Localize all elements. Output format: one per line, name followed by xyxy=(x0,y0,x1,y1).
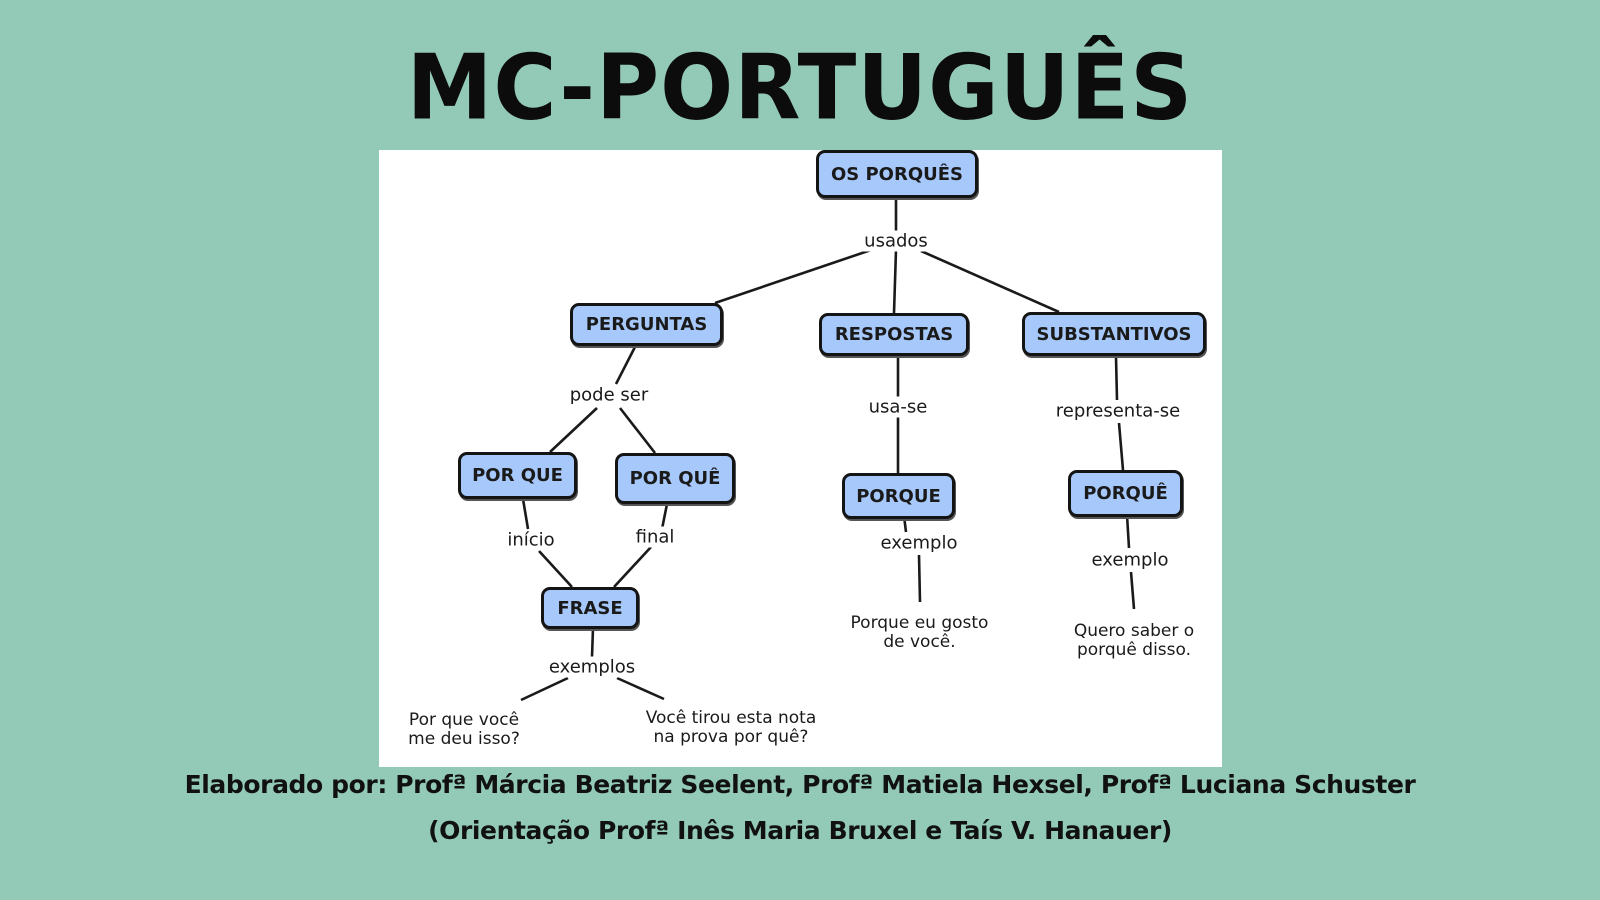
connector-line xyxy=(613,546,652,588)
link-label-inicio: início xyxy=(504,529,558,551)
connector-line xyxy=(614,344,638,385)
connector-line xyxy=(538,550,573,588)
example-por-que: Por que você me deu isso? xyxy=(408,710,520,749)
node-perguntas: PERGUNTAS xyxy=(570,303,723,346)
concept-map: OS PORQUÊS PERGUNTAS RESPOSTAS SUBSTANTI… xyxy=(379,150,1222,767)
connector-line xyxy=(1125,514,1131,549)
credits-line-2: (Orientação Profª Inês Maria Bruxel e Ta… xyxy=(428,816,1172,845)
connector-line xyxy=(917,554,922,603)
connector-line xyxy=(920,249,1060,314)
connector-line xyxy=(520,676,569,702)
connector-line xyxy=(590,627,595,658)
example-porque-acento: Quero saber o porquê disso. xyxy=(1073,621,1195,660)
connector-line xyxy=(892,249,898,314)
node-frase: FRASE xyxy=(541,587,639,629)
link-label-usa-se: usa-se xyxy=(865,396,931,418)
link-label-exemplo-porque-acento: exemplo xyxy=(1088,549,1172,571)
connector-line xyxy=(660,503,669,530)
node-respostas: RESPOSTAS xyxy=(819,313,969,356)
link-label-exemplo-porque: exemplo xyxy=(877,532,961,554)
connector-line xyxy=(1129,571,1136,610)
node-porque: PORQUE xyxy=(842,473,955,519)
link-label-usados: usados xyxy=(861,230,931,252)
connector-line xyxy=(618,407,657,454)
connector-line xyxy=(714,248,872,305)
connector-line xyxy=(521,498,530,530)
node-os-porques: OS PORQUÊS xyxy=(816,150,978,198)
link-label-pode-ser: pode ser xyxy=(566,384,652,406)
node-por-que: POR QUE xyxy=(458,452,577,499)
node-por-que-acento: POR QUÊ xyxy=(615,453,735,504)
connector-lines xyxy=(520,198,1136,702)
connector-line xyxy=(616,676,665,701)
node-porque-acento: PORQUÊ xyxy=(1068,470,1183,517)
link-label-final: final xyxy=(632,526,678,548)
connector-line xyxy=(1117,422,1125,471)
page-title: MC-PORTUGUÊS xyxy=(406,35,1194,141)
node-substantivos: SUBSTANTIVOS xyxy=(1022,312,1206,356)
credits-line-1: Elaborado por: Profª Márcia Beatriz Seel… xyxy=(184,770,1416,799)
link-label-exemplos: exemplos xyxy=(545,656,639,678)
link-label-representa-se: representa-se xyxy=(1052,400,1184,422)
example-porque: Porque eu gosto de você. xyxy=(850,613,989,652)
connector-line xyxy=(549,407,598,453)
connector-line xyxy=(1114,356,1119,401)
example-por-que-acento: Você tirou esta nota na prova por quê? xyxy=(645,708,817,747)
